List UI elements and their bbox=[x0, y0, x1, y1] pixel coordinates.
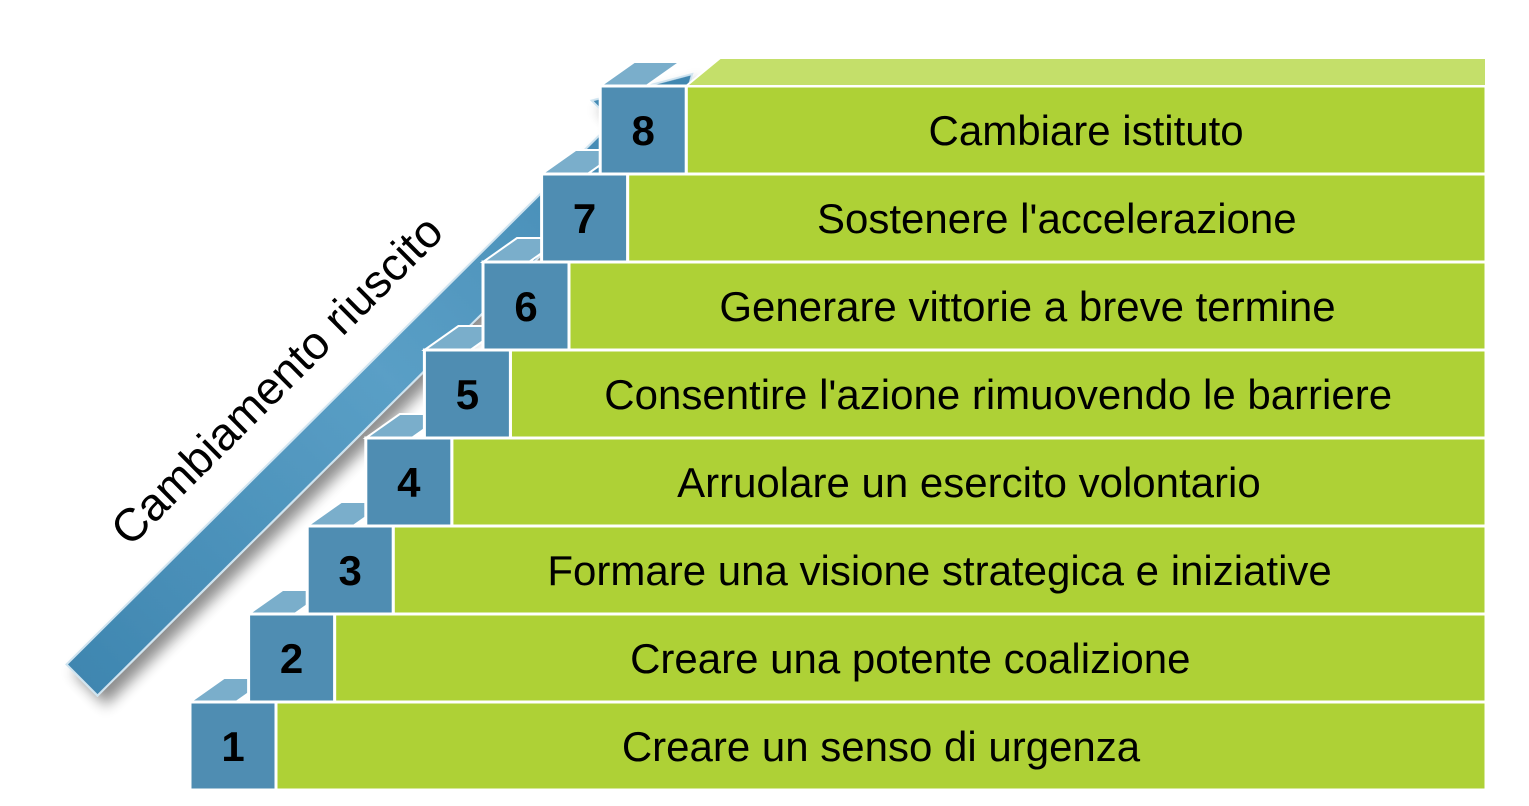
step-2: 2 Creare una potente coalizione bbox=[245, 589, 1488, 704]
step-bar bbox=[626, 172, 1488, 264]
step-label: Creare una potente coalizione bbox=[630, 635, 1190, 682]
step-number: 1 bbox=[221, 723, 244, 770]
step-number: 2 bbox=[280, 635, 303, 682]
step-number-box bbox=[364, 436, 454, 528]
step-4: 4 Arruolare un esercito volontario bbox=[362, 413, 1488, 528]
step-label: Consentire l'azione rimuovendo le barrie… bbox=[604, 371, 1392, 418]
step-7: 7 Sostenere l'accelerazione bbox=[538, 149, 1488, 264]
step-label: Formare una visione strategica e iniziat… bbox=[547, 547, 1331, 594]
step-number-box bbox=[598, 84, 688, 176]
step-number-box bbox=[540, 172, 630, 264]
step-number-box bbox=[188, 700, 278, 792]
step-number-box bbox=[481, 260, 571, 352]
step-bar bbox=[508, 348, 1488, 440]
top-step-surface bbox=[683, 57, 1487, 87]
staircase: 1 Creare un senso di urgenza 2 Creare una p… bbox=[186, 57, 1488, 792]
step-number: 4 bbox=[397, 459, 421, 506]
step-1: 1 Creare un senso di urgenza bbox=[186, 677, 1488, 792]
step-number-box bbox=[422, 348, 512, 440]
step-label: Generare vittorie a breve termine bbox=[719, 283, 1335, 330]
step-3: 3 Formare una visione strategica e inizia… bbox=[304, 501, 1488, 616]
step-5: 5 Consentire l'azione rimuovendo le barri… bbox=[421, 325, 1488, 440]
step-label: Arruolare un esercito volontario bbox=[677, 459, 1261, 506]
step-number: 8 bbox=[632, 107, 655, 154]
step-number: 7 bbox=[573, 195, 596, 242]
step-number: 6 bbox=[514, 283, 537, 330]
step-number-box bbox=[305, 524, 395, 616]
step-number-box bbox=[247, 612, 337, 704]
step-number: 3 bbox=[339, 547, 362, 594]
step-label: Cambiare istituto bbox=[929, 107, 1244, 154]
step-number: 5 bbox=[456, 371, 479, 418]
step-label: Sostenere l'accelerazione bbox=[817, 195, 1297, 242]
step-label: Creare un senso di urgenza bbox=[622, 723, 1141, 770]
